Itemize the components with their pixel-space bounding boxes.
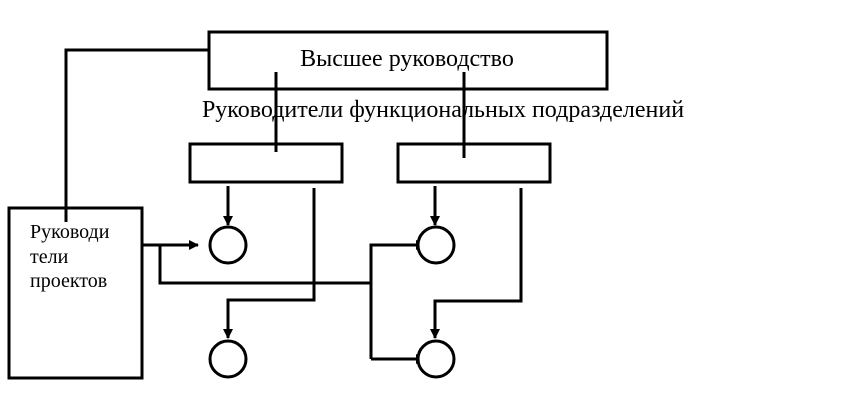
connector-projects-to-top [64,48,209,222]
project-managers-line-3: проектов [30,270,107,292]
top-management-label: Высшее руководство [300,46,514,72]
arrow-bus-to-node2 [369,240,426,359]
project-managers-line-2: тели [30,246,69,268]
project-managers-box [7,206,144,380]
connector-projects-bus [158,245,371,285]
node-circle-1 [208,225,248,265]
node-circle-4 [416,339,456,379]
node-circle-3 [208,339,248,379]
arrow-dept1-to-node3 [223,188,316,339]
project-managers-label: Руководи тели проектов [30,221,114,292]
arrow-dept2-to-node4 [430,188,523,339]
node-circle-2 [416,225,456,265]
project-managers-line-1: Руководи [30,221,110,243]
functional-dept-box-1 [188,142,344,184]
functional-dept-box-2 [396,142,552,184]
functional-heads-label: Руководители функциональных подразделени… [202,97,684,123]
